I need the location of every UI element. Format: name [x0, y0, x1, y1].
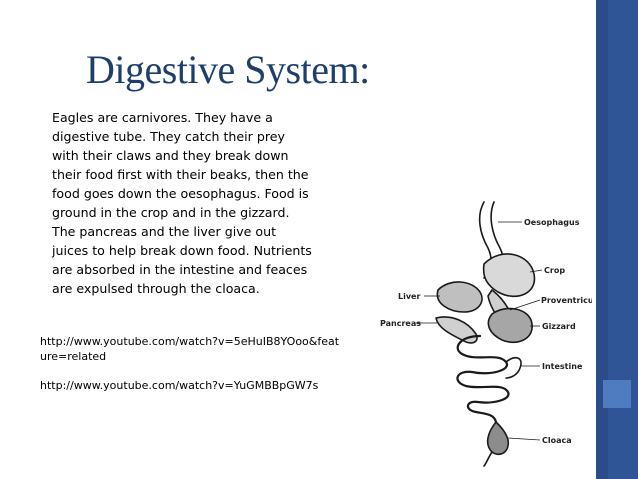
- label-pancreas: Pancreas: [380, 319, 421, 328]
- slide-body-text: Eagles are carnivores. They have a diges…: [52, 110, 312, 296]
- liver-shape: [436, 281, 483, 313]
- pancreas-shape: [435, 316, 478, 344]
- digestive-system-diagram: Oesophagus Crop Proventriculus Gizzard L…: [380, 186, 592, 468]
- label-gizzard: Gizzard: [542, 322, 576, 331]
- intestine-shape: [456, 334, 510, 424]
- crop-pointer: [529, 269, 543, 273]
- digestive-system-illustration: Oesophagus Crop Proventriculus Gizzard L…: [380, 201, 592, 467]
- gizzard-shape: [487, 307, 533, 344]
- label-crop: Crop: [544, 266, 565, 275]
- crop-shape: [482, 253, 536, 298]
- accent-sidebar: [596, 0, 638, 479]
- cloaca-pointer: [507, 437, 541, 441]
- youtube-link-2[interactable]: http://www.youtube.com/watch?v=YuGMBBpGW…: [40, 379, 319, 392]
- youtube-link-1[interactable]: http://www.youtube.com/watch?v=5eHuIB8YO…: [40, 335, 340, 363]
- label-oesophagus: Oesophagus: [524, 218, 580, 227]
- slide-title: Digestive System:: [86, 47, 370, 92]
- cloaca-shape: [486, 421, 510, 456]
- accent-stripe: [596, 0, 608, 479]
- proventriculus-pointer: [509, 299, 541, 311]
- accent-square: [603, 380, 631, 408]
- label-intestine: Intestine: [542, 362, 583, 371]
- label-proventriculus: Proventriculus: [541, 296, 592, 305]
- label-cloaca: Cloaca: [542, 436, 572, 445]
- label-liver: Liver: [398, 292, 420, 301]
